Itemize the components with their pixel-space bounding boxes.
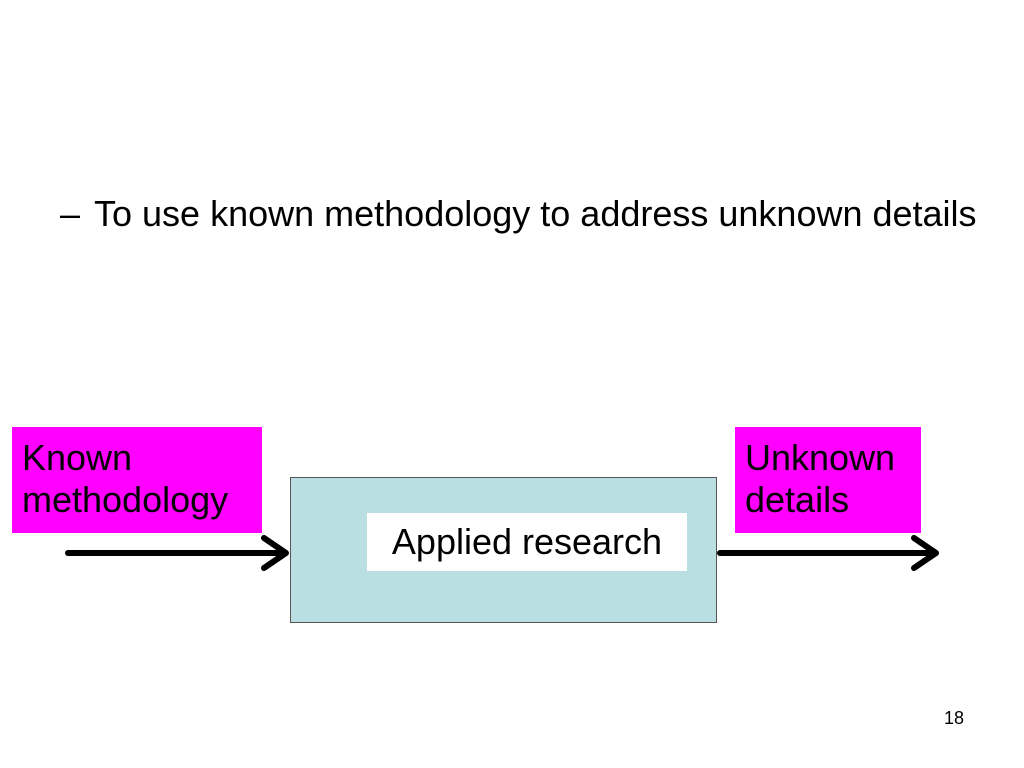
unknown-details-label: Unknown details [745,437,896,520]
known-methodology-box: Known methodology [12,427,262,533]
bullet-text: To use known methodology to address unkn… [94,193,977,234]
output-arrowhead-icon [911,535,939,571]
bullet-dash: – [60,193,81,234]
page-number: 18 [943,708,964,728]
bullet-point: – To use known methodology to address un… [60,190,980,238]
applied-research-label: Applied research [367,513,687,571]
unknown-details-box: Unknown details [735,427,921,533]
known-methodology-label: Known methodology [22,437,229,520]
input-arrowhead-icon [261,535,289,571]
